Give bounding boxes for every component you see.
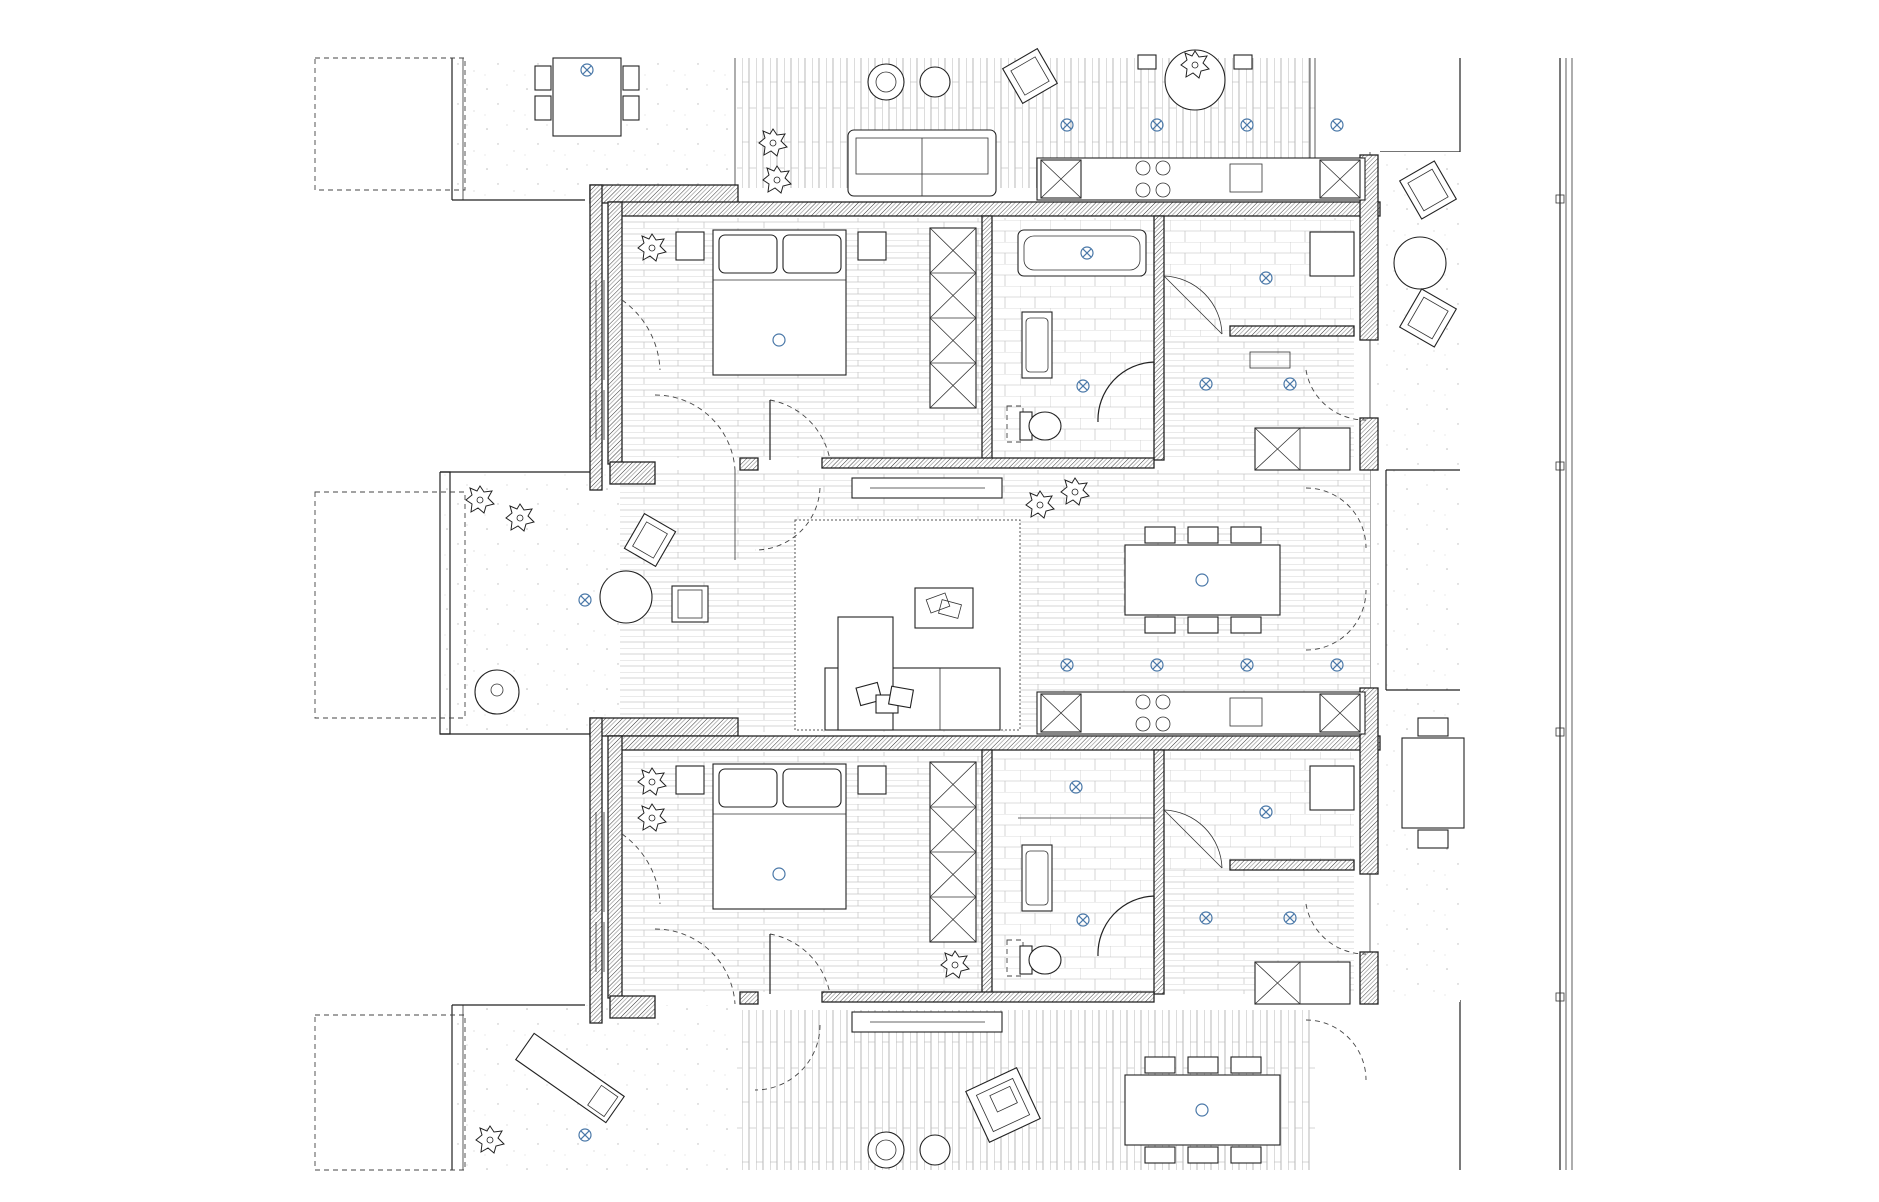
lounge-chair-icon (1398, 288, 1458, 348)
terrace-north-furniture (534, 47, 1458, 348)
sink-icon (1021, 311, 1053, 379)
bathtub-icon (1017, 229, 1147, 277)
sun-lounger-icon (515, 1032, 625, 1124)
wardrobe-icon (929, 227, 977, 409)
unit-2-laundry (1163, 765, 1367, 1005)
living-area (754, 477, 1465, 849)
washer-icon (1309, 231, 1355, 277)
unit-1-laundry (1163, 231, 1367, 471)
west-windows (595, 280, 661, 972)
door-swings (654, 394, 736, 1005)
nightstand-icon (675, 765, 705, 795)
dining-table-icon (1124, 526, 1281, 634)
nightstand-icon (857, 231, 887, 261)
wardrobe-icon (1254, 961, 1351, 1005)
unit-1-bedroom (637, 227, 977, 461)
unit-2-bath (1006, 780, 1155, 977)
sink-icon (1021, 844, 1053, 912)
balcony-east-dining (1401, 717, 1465, 849)
nightstand-icon (675, 231, 705, 261)
terrace-west-furniture (465, 485, 709, 715)
coffee-table-icon (914, 587, 974, 629)
lounge-chairs-east-top (1393, 160, 1458, 348)
hob-icon (1135, 694, 1171, 732)
terrace-south-furniture (475, 1011, 1367, 1169)
walls (589, 154, 1381, 1024)
sofa-icon (847, 129, 997, 197)
kitchen-counter-north (1036, 157, 1366, 201)
toilet-icon (1006, 405, 1062, 443)
lounge-chair-icon (1398, 160, 1458, 220)
shoes-icon (1249, 351, 1291, 369)
wardrobe-icon (929, 761, 977, 943)
kitchen-counter-middle (1036, 691, 1366, 735)
bed-icon (712, 229, 847, 376)
dining-table-icon (534, 57, 640, 137)
dining-table-icon (1124, 1056, 1281, 1164)
sofa-icon (824, 616, 1001, 731)
lounge-chair-icon (965, 1067, 1041, 1143)
sink-icon (1229, 163, 1263, 193)
hob-icon (1135, 160, 1171, 198)
lounge-chair-icon (623, 512, 677, 568)
wardrobe-icon (1254, 427, 1351, 471)
bed-icon (712, 763, 847, 910)
toilet-icon (1006, 939, 1062, 977)
sink-icon (1229, 697, 1263, 727)
unit-1-bath (1006, 229, 1155, 443)
nightstand-icon (857, 765, 887, 795)
lounge-chair-icon (1001, 47, 1059, 105)
lounge-chair-icon (671, 585, 709, 623)
unit-2-bedroom (637, 761, 977, 995)
washer-icon (1309, 765, 1355, 811)
